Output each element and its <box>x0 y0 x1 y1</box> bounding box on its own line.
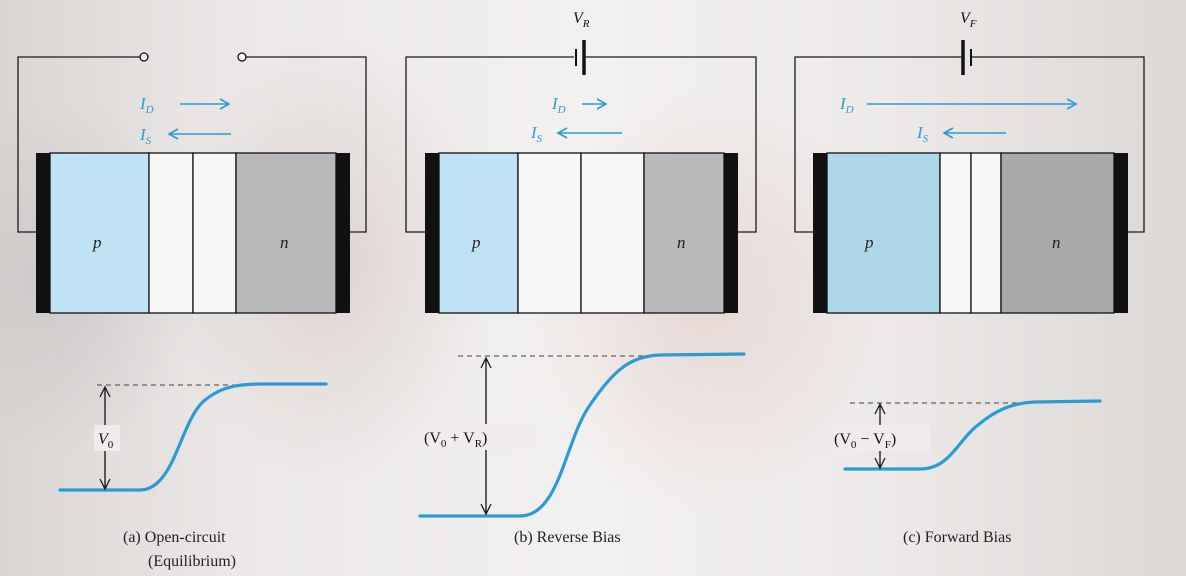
circuit-wire-right <box>246 56 367 233</box>
diagram-forward-bias: VF ID IS p n (V0 − VF) (c) Forward Bias <box>794 10 1145 546</box>
metal-contact-left <box>813 153 827 313</box>
diffusion-arrowhead <box>1066 98 1078 110</box>
circuit-wire-left <box>17 56 140 233</box>
circuit-wire-left <box>405 56 574 233</box>
diagram-reverse-bias: VR ID IS p n (V0 + VR) (b) Reverse Bias <box>405 10 757 546</box>
depletion-region-n-side <box>192 152 237 314</box>
open-terminal-right <box>237 52 247 62</box>
potential-barrier-curve <box>418 352 746 518</box>
barrier-arrow-down <box>99 478 111 491</box>
barrier-arrow-up <box>480 356 492 369</box>
caption-reverse-bias: (b) Reverse Bias <box>514 529 621 546</box>
barrier-label-bg <box>425 424 535 450</box>
n-region-label: n <box>1052 233 1061 252</box>
current-label-drift: IS <box>139 125 152 147</box>
n-region-label: n <box>280 233 289 252</box>
depletion-region-p-side <box>939 152 972 314</box>
depletion-region-n-side <box>580 152 645 314</box>
metal-contact-left <box>36 153 50 313</box>
barrier-label-bg <box>94 425 120 451</box>
metal-contact-right <box>724 153 738 313</box>
current-label-drift: IS <box>916 123 929 145</box>
depletion-region-n-side <box>970 152 1002 314</box>
voltage-label-vr: VR <box>573 10 590 30</box>
current-label-diffusion: ID <box>139 94 154 116</box>
p-region-label: p <box>92 233 102 252</box>
barrier-label-v0-plus-vr: (V0 + VR) <box>424 430 487 450</box>
p-region-label: p <box>471 233 481 252</box>
drift-arrowhead <box>556 127 568 139</box>
p-region-label: p <box>864 233 874 252</box>
metal-contact-left <box>425 153 439 313</box>
open-terminal-left <box>139 52 149 62</box>
n-region <box>235 152 337 314</box>
caption-open-circuit: (a) Open-circuit <box>123 529 226 546</box>
drift-arrowhead <box>942 127 954 139</box>
n-region-label: n <box>677 233 686 252</box>
depletion-region-p-side <box>148 152 194 314</box>
p-region <box>438 152 519 314</box>
depletion-region-p-side <box>517 152 582 314</box>
potential-barrier-curve <box>843 399 1102 471</box>
diffusion-arrowhead <box>219 98 231 110</box>
current-label-drift: IS <box>530 123 543 145</box>
circuit-wire-right <box>971 56 1145 233</box>
metal-contact-right <box>336 153 350 313</box>
diagram-open-circuit: ID IS p n V0 (a) Open-circuit (Equilibri… <box>17 52 367 570</box>
n-region <box>643 152 725 314</box>
barrier-label-v0: V0 <box>98 431 114 451</box>
barrier-arrow-up <box>874 402 886 415</box>
metal-contact-right <box>1114 153 1128 313</box>
caption-equilibrium: (Equilibrium) <box>148 553 236 570</box>
barrier-label-bg <box>833 425 931 451</box>
circuit-wire-left <box>794 56 961 233</box>
barrier-label-v0-minus-vf: (V0 − VF) <box>834 431 896 451</box>
p-region <box>826 152 941 314</box>
potential-barrier-curve <box>58 382 328 492</box>
caption-forward-bias: (c) Forward Bias <box>903 529 1011 546</box>
barrier-arrow-down <box>480 503 492 516</box>
current-label-diffusion: ID <box>551 94 566 116</box>
n-region <box>1000 152 1115 314</box>
barrier-arrow-down <box>874 457 886 470</box>
circuit-wire-right <box>584 56 757 233</box>
drift-arrowhead <box>167 128 179 140</box>
barrier-arrow-up <box>99 385 111 398</box>
diffusion-arrowhead <box>596 98 608 110</box>
voltage-label-vf: VF <box>960 10 977 30</box>
current-label-diffusion: ID <box>839 94 854 116</box>
